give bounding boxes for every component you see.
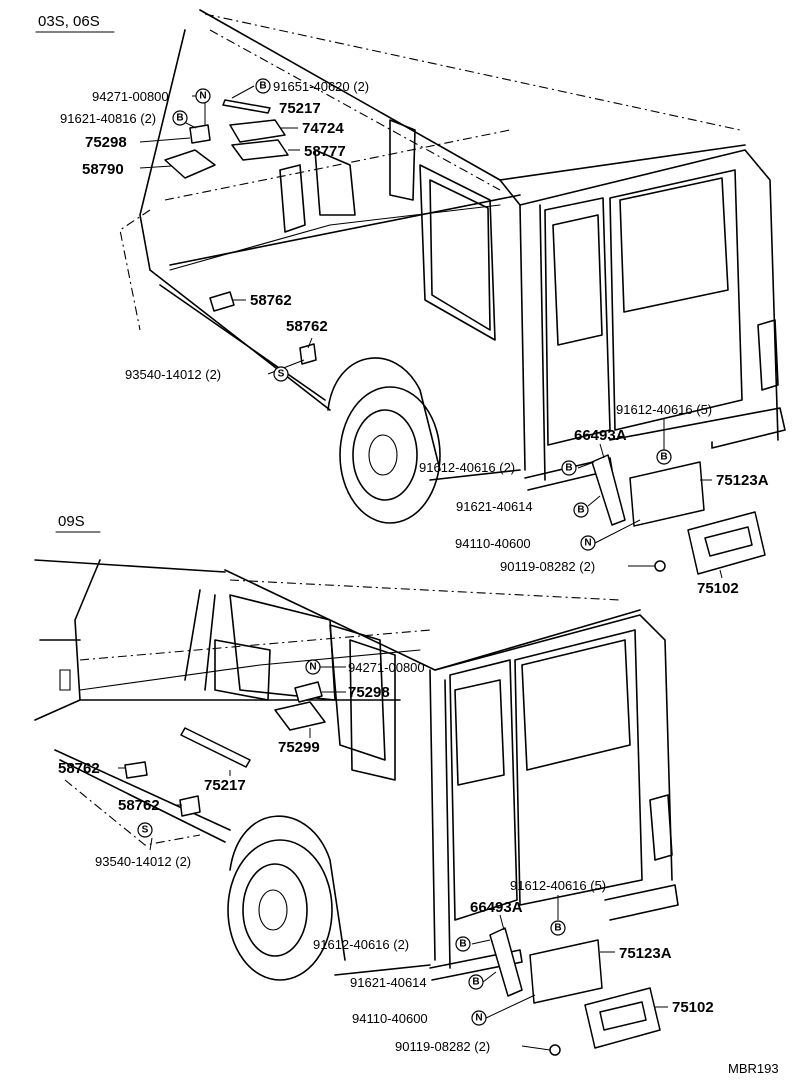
bolt-symbol: B <box>656 449 672 465</box>
top-leaders <box>139 85 723 579</box>
label-93540-14012: 93540-14012 (2) <box>125 367 221 382</box>
label-91621-40614-b: 91621-40614 <box>350 975 427 990</box>
part-75123a-bottom <box>529 939 603 1004</box>
van-body-bottom <box>34 559 679 981</box>
bolt-symbol: B <box>561 460 577 476</box>
label-91612-40616-2: 91612-40616 (2) <box>419 460 515 475</box>
bottom-part-numbers: 94271-00800 75298 75299 75217 58762 5876… <box>58 660 714 1054</box>
screw-symbol: S <box>137 822 153 838</box>
label-66493a: 66493A <box>574 427 627 444</box>
label-90119-08282: 90119-08282 (2) <box>500 559 595 574</box>
bottom-symbols: N S B B B N <box>137 659 566 1026</box>
symbol-letter: B <box>577 505 584 516</box>
part-75298-bottom <box>294 681 323 703</box>
part-75298-top <box>189 124 211 144</box>
symbol-letter: S <box>142 825 149 836</box>
part-58762a-top <box>209 291 235 312</box>
diagram-code: MBR193 <box>728 1061 779 1076</box>
label-58762-b-b: 58762 <box>118 797 160 814</box>
part-90119-bottom <box>549 1044 561 1056</box>
symbol-letter: N <box>309 662 316 673</box>
part-58777-top <box>231 139 289 161</box>
label-58762-a: 58762 <box>250 292 292 309</box>
part-66493a-top <box>591 454 626 526</box>
label-94271-00800-b: 94271-00800 <box>348 660 425 675</box>
label-58762-b: 58762 <box>286 318 328 335</box>
nut-symbol: N <box>471 1010 487 1026</box>
symbol-letter: B <box>472 977 479 988</box>
label-58762-a-b: 58762 <box>58 760 100 777</box>
part-75299-bottom <box>274 701 326 731</box>
label-91651-40620: 91651-40620 (2) <box>273 79 369 94</box>
part-75102-bottom-slot <box>599 1001 647 1031</box>
section-title-bottom: 09S <box>58 513 85 530</box>
label-75102: 75102 <box>697 580 739 597</box>
part-90119-top <box>654 560 666 572</box>
bottom-parts <box>124 681 661 1056</box>
label-93540-14012-b: 93540-14012 (2) <box>95 854 191 869</box>
symbol-letter: N <box>584 538 591 549</box>
nut-symbol: N <box>305 659 321 675</box>
label-91621-40816: 91621-40816 (2) <box>60 111 156 126</box>
label-75298-b: 75298 <box>348 684 390 701</box>
label-75123a-b: 75123A <box>619 945 672 962</box>
label-91612-40616-5-b: 91612-40616 (5) <box>510 878 606 893</box>
label-91621-40614: 91621-40614 <box>456 499 533 514</box>
label-75217-b: 75217 <box>204 777 246 794</box>
symbol-letter: S <box>278 369 285 380</box>
part-75217-bottom <box>180 727 251 768</box>
label-75299-b: 75299 <box>278 739 320 756</box>
symbol-letter: N <box>475 1013 482 1024</box>
symbol-letter: B <box>459 939 466 950</box>
bottom-leaders <box>118 666 668 1051</box>
top-parts <box>164 99 766 575</box>
label-75217: 75217 <box>279 100 321 117</box>
label-91612-40616-2-b: 91612-40616 (2) <box>313 937 409 952</box>
nut-symbol: N <box>580 535 596 551</box>
part-75102-top-slot <box>704 526 753 557</box>
bolt-symbol: B <box>455 936 471 952</box>
part-66493a-bottom <box>489 927 523 997</box>
bolt-symbol: B <box>255 78 271 94</box>
label-66493a-b: 66493A <box>470 899 523 916</box>
symbol-letter: B <box>565 463 572 474</box>
symbol-letter: N <box>199 91 206 102</box>
label-75123a: 75123A <box>716 472 769 489</box>
label-75298: 75298 <box>85 134 127 151</box>
part-58790-top <box>164 149 216 179</box>
label-94110-40600: 94110-40600 <box>455 536 531 551</box>
symbol-letter: B <box>259 81 266 92</box>
bolt-symbol: B <box>573 502 589 518</box>
label-75102-b: 75102 <box>672 999 714 1016</box>
label-74724: 74724 <box>302 120 344 137</box>
screw-symbol: S <box>273 366 289 382</box>
bolt-symbol: B <box>550 920 566 936</box>
label-58777: 58777 <box>304 143 346 160</box>
part-74724-top <box>229 119 286 143</box>
top-part-numbers: 94271-00800 91651-40620 (2) 75217 91621-… <box>60 79 769 597</box>
part-75123a-top <box>629 461 705 527</box>
label-58790: 58790 <box>82 161 124 178</box>
symbol-letter: B <box>176 113 183 124</box>
part-58762b-bottom <box>179 795 201 817</box>
van-body-top <box>119 9 786 524</box>
symbol-letter: B <box>554 923 561 934</box>
symbol-letter: B <box>660 452 667 463</box>
section-title-top: 03S, 06S <box>38 13 100 30</box>
part-75217-top <box>222 99 271 114</box>
label-94110-40600-b: 94110-40600 <box>352 1011 428 1026</box>
top-symbols: N B B S B B B N <box>172 78 672 551</box>
bolt-symbol: B <box>468 974 484 990</box>
label-90119-08282-b: 90119-08282 (2) <box>395 1039 490 1054</box>
label-94271-00800: 94271-00800 <box>92 89 169 104</box>
nut-symbol: N <box>195 88 211 104</box>
part-58762a-bottom <box>124 761 148 779</box>
label-91612-40616-5: 91612-40616 (5) <box>616 402 712 417</box>
bolt-symbol: B <box>172 110 188 126</box>
